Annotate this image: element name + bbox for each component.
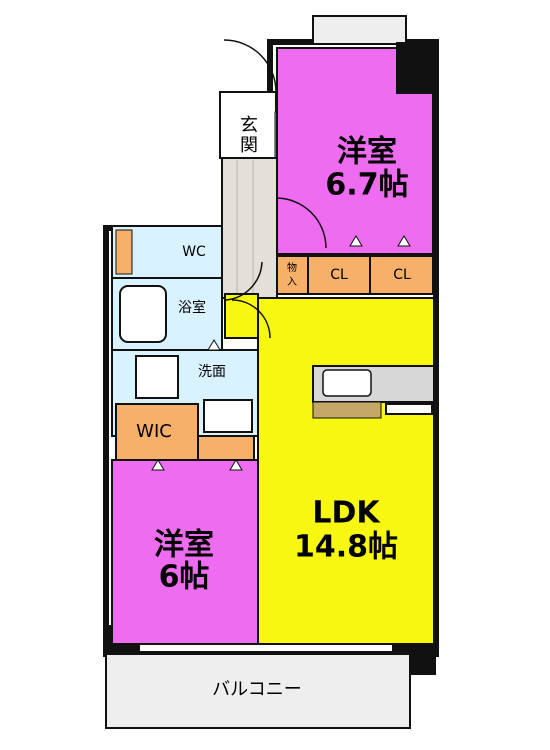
western-top-size: 6.7帖 [325,168,408,203]
ldk [257,297,435,645]
closet-2 [369,255,434,295]
western-top-name: 洋室 [337,135,397,170]
washer-pan [135,355,179,399]
entrance-label-1: 玄 [240,115,258,136]
closet-1 [307,255,371,295]
balcony-label: バルコニー [212,679,302,700]
washroom-label: 洗面 [198,364,226,380]
top-balcony [312,15,407,45]
entrance-label-2: 関 [240,135,258,156]
closet-1-label: CL [330,267,348,283]
column-top-right [396,42,438,94]
ldk-door-swing [231,299,271,339]
closet-marker-2 [397,235,411,247]
closet-marker-3 [151,459,165,471]
closet-marker-4 [229,459,243,471]
bath-marker [207,339,221,351]
entrance-door-swing [223,39,277,93]
hallway [221,157,278,299]
western-top-door-swing [275,197,327,249]
wic-label: WIC [136,421,172,442]
wic-shelf [197,435,255,461]
wc-shelf [115,229,133,275]
ldk-name: LDK [312,496,381,531]
storage-label-2: 入 [287,277,297,288]
western-bottom-size: 6帖 [159,560,210,595]
western-bottom-name: 洋室 [154,528,214,563]
western-room-bottom [111,459,259,645]
kitchen-shelf [385,403,433,415]
storage [276,255,309,295]
closet-2-label: CL [393,267,411,283]
wc-label: WC [182,244,206,260]
storage-label-1: 物 [287,261,297,274]
hallway-door-swing [225,261,263,301]
bottom-balcony [105,653,411,729]
wash-basin [203,399,253,433]
ldk-size: 14.8帖 [294,530,398,565]
bath-label: 浴室 [178,299,206,316]
closet-marker-1 [349,235,363,247]
bathtub [119,285,167,343]
sink [322,369,372,397]
kitchen-cabinet [312,401,382,419]
